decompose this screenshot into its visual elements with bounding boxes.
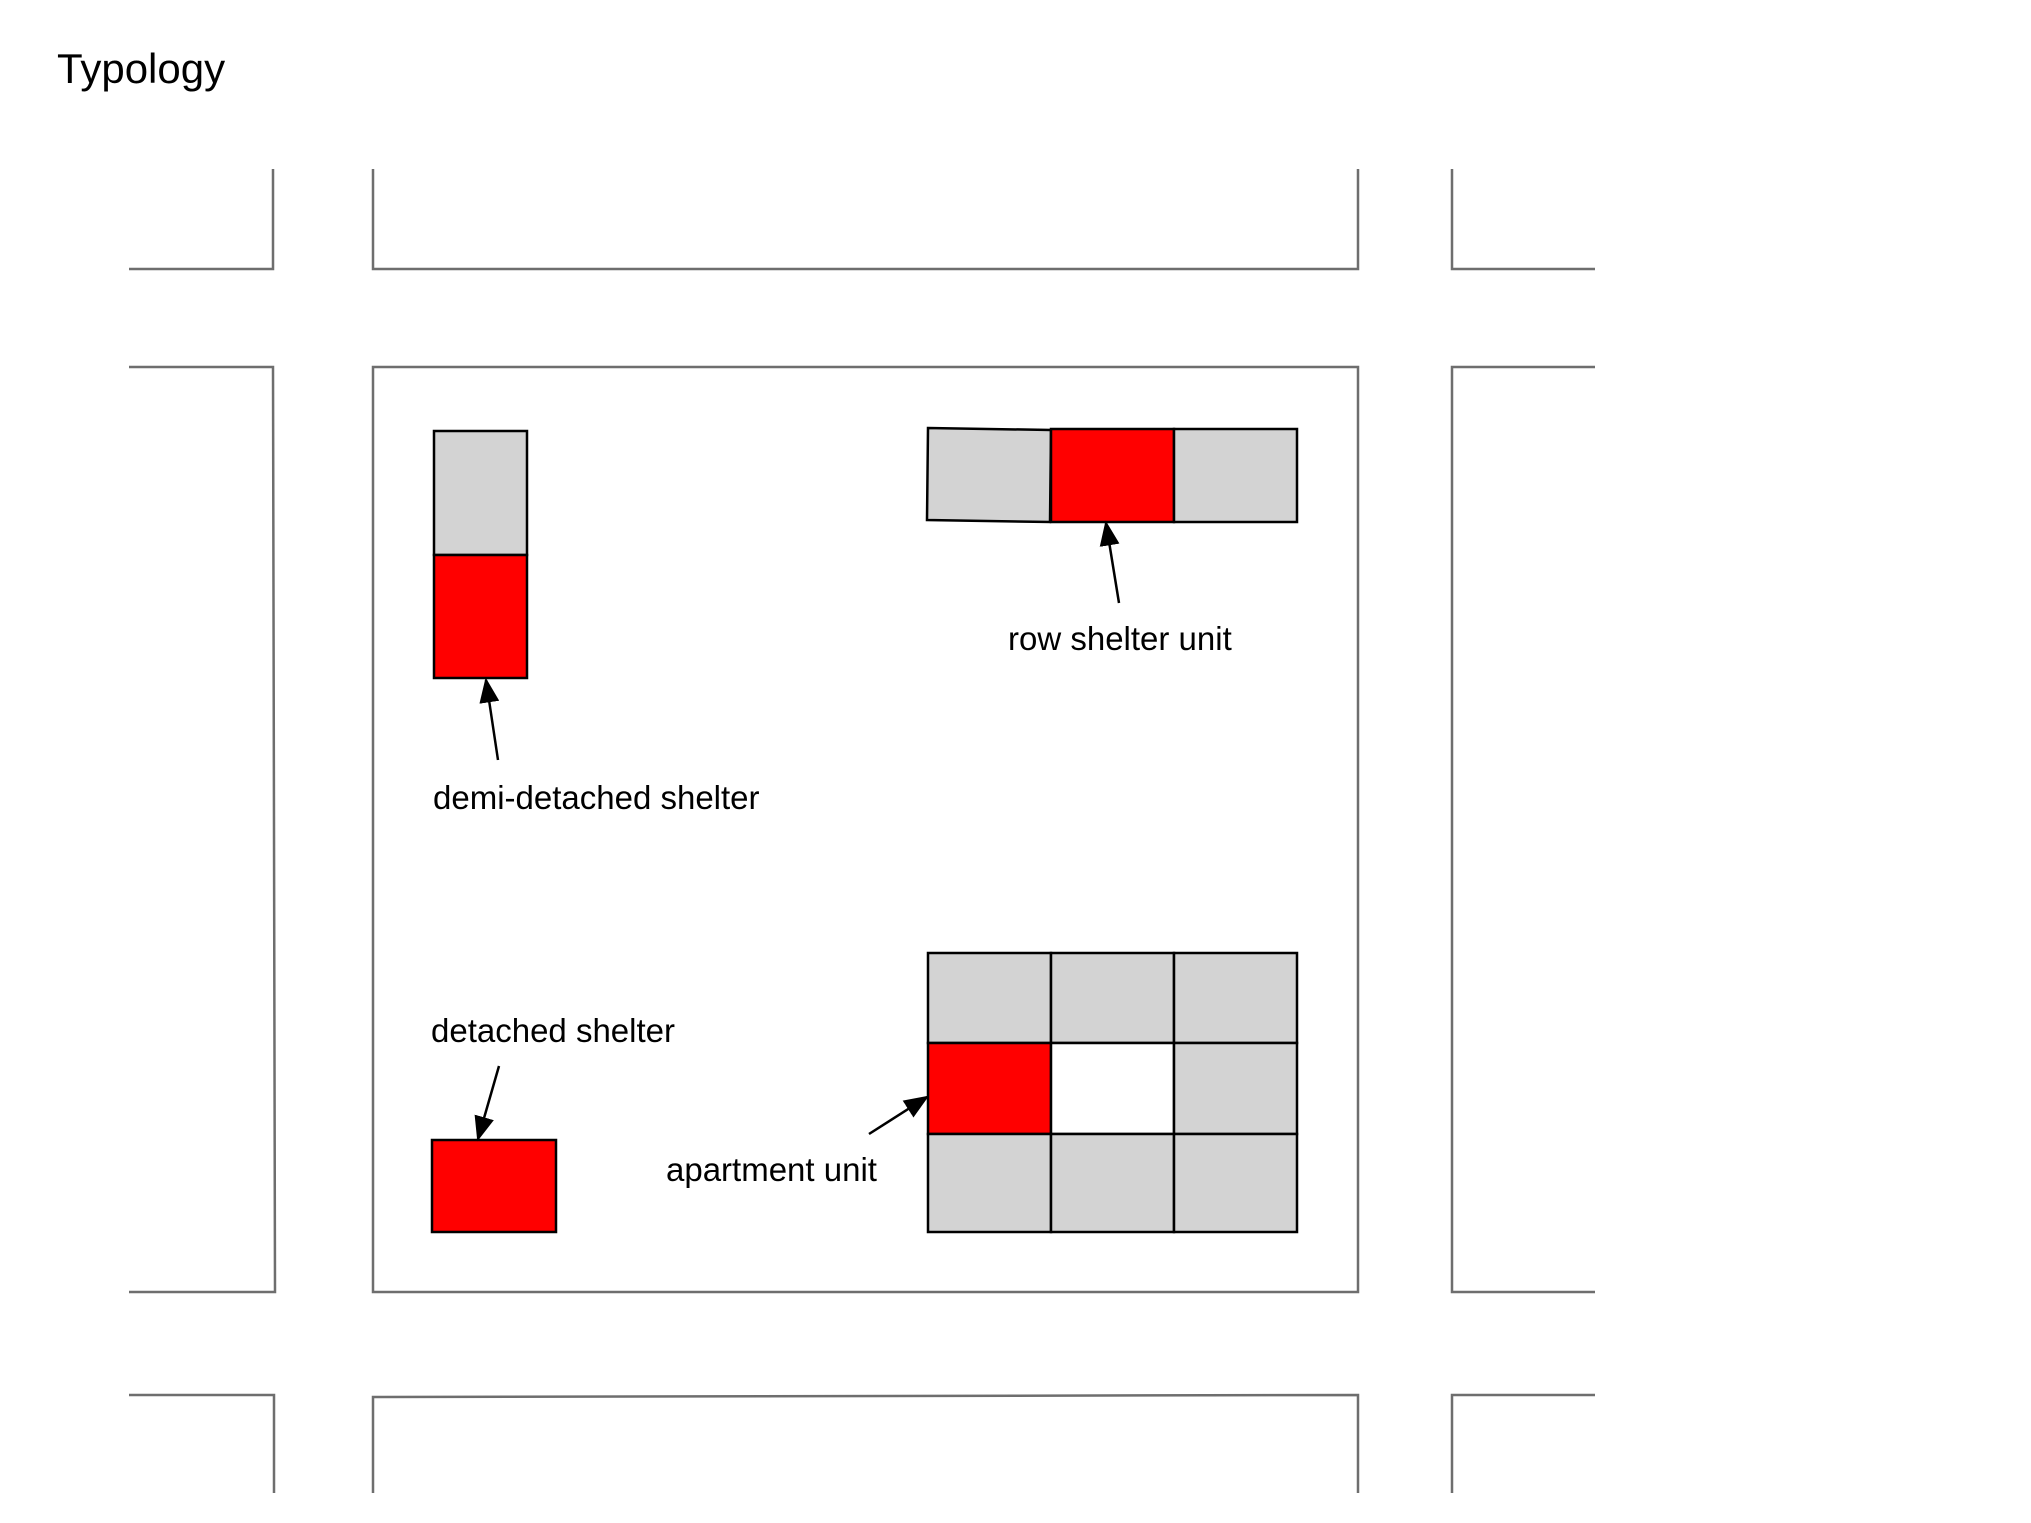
apartment-arrow: [868, 1095, 930, 1136]
block-bottom-right: [1450, 1393, 1595, 1493]
demi-detached-neighbor-unit: [432, 429, 529, 557]
row-neighbor-right: [1172, 427, 1299, 524]
apartment-label: apartment unit: [666, 1151, 877, 1188]
demi-detached-shelter: [432, 429, 529, 680]
demi-detached-highlight-unit: [432, 553, 529, 680]
block-top-right: [1450, 169, 1595, 271]
block-top-left: [129, 169, 275, 271]
apartment-cell: [1172, 951, 1299, 1045]
apartment-highlight-unit: [926, 1041, 1053, 1136]
demi-detached-arrow: [479, 677, 500, 761]
row-shelter: [925, 426, 1299, 524]
row-unit-label: row shelter unit: [1008, 620, 1232, 657]
detached-label: detached shelter: [431, 1012, 676, 1049]
apartment-cell: [1049, 951, 1176, 1045]
apartment-cell: [926, 1132, 1053, 1234]
page-title: Typology: [57, 45, 226, 92]
block-middle-left: [129, 365, 277, 1294]
detached-shelter: [430, 1138, 558, 1234]
block-top-center: [371, 169, 1360, 271]
block-bottom-center: [371, 1393, 1360, 1493]
block-middle-center: [371, 365, 1360, 1294]
apartment-empty-cell: [1049, 1041, 1176, 1136]
apartment-cell: [926, 951, 1053, 1045]
row-highlight-unit: [1049, 427, 1176, 524]
detached-arrow: [474, 1065, 501, 1142]
apartment-cell: [1172, 1132, 1299, 1234]
row-neighbor-left: [925, 426, 1053, 524]
block-bottom-left: [129, 1393, 276, 1493]
row-unit-arrow: [1099, 520, 1121, 604]
street-blocks: [129, 169, 1595, 1493]
demi-detached-label: demi-detached shelter: [433, 779, 760, 816]
block-middle-right: [1450, 365, 1595, 1294]
apartment-cell: [1172, 1041, 1299, 1136]
apartment-building: [926, 951, 1299, 1234]
apartment-cell: [1049, 1132, 1176, 1234]
